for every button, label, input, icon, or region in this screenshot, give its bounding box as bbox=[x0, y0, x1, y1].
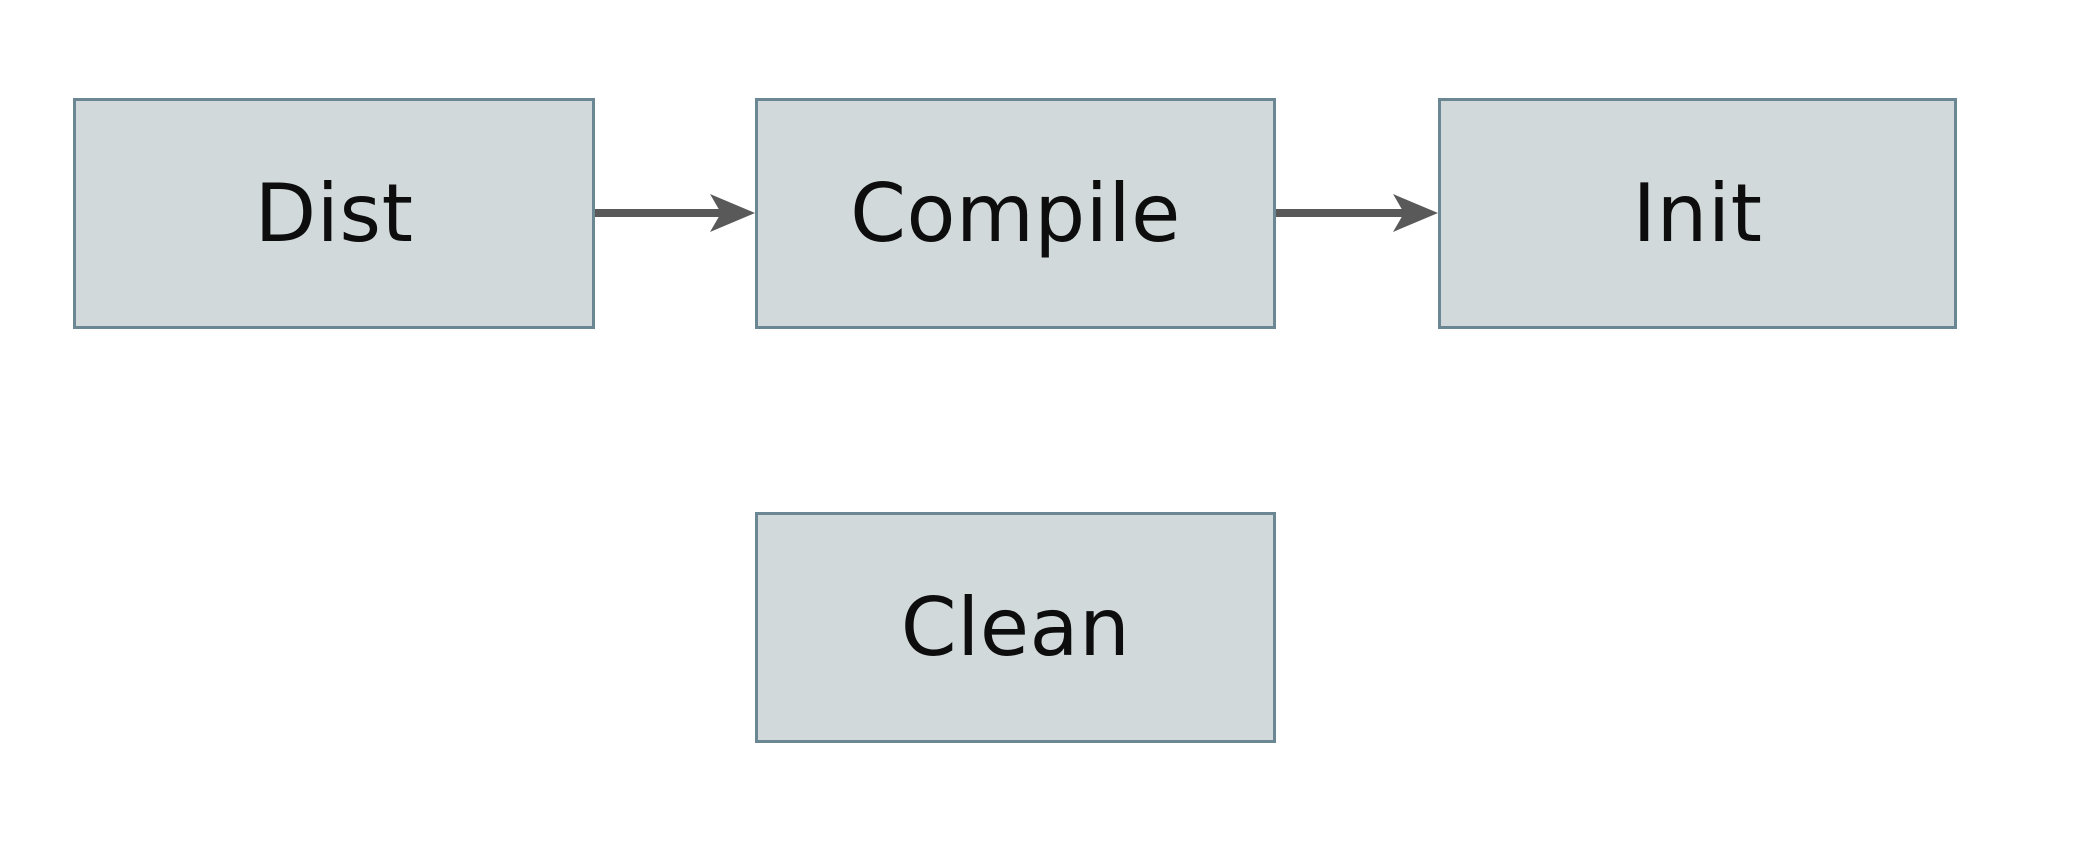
node-dist: Dist bbox=[73, 98, 595, 329]
node-label-clean: Clean bbox=[900, 580, 1131, 674]
arrow-dist-to-compile bbox=[595, 194, 755, 232]
node-label-dist: Dist bbox=[254, 166, 414, 260]
arrow-compile-to-init bbox=[1276, 194, 1438, 232]
node-clean: Clean bbox=[755, 512, 1276, 743]
node-compile: Compile bbox=[755, 98, 1276, 329]
node-init: Init bbox=[1438, 98, 1957, 329]
node-label-compile: Compile bbox=[850, 166, 1181, 260]
node-label-init: Init bbox=[1632, 166, 1763, 260]
